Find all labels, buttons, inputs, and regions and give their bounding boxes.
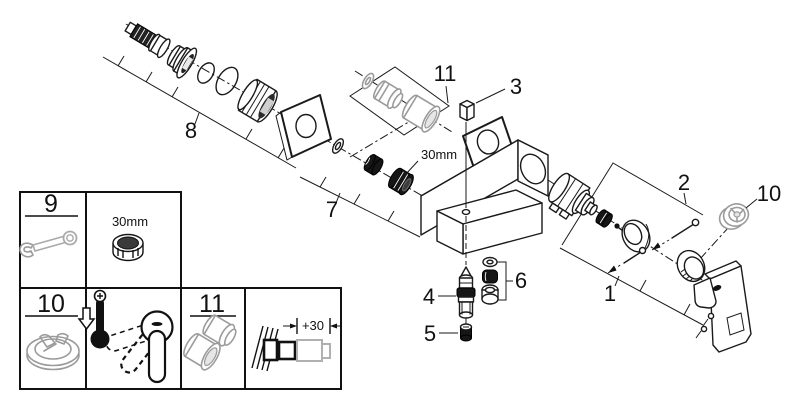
- mounted-fitting-icon-2: [277, 340, 297, 361]
- legend: 9 30mm: [19, 190, 342, 390]
- callout-3: 3: [510, 74, 522, 99]
- fixing-screw-lower: [607, 246, 647, 274]
- diverter-cartridge: [438, 266, 476, 319]
- legend-nut-size: 30mm: [112, 214, 148, 229]
- o-ring-large: [215, 66, 239, 96]
- extension-bushing: [372, 80, 404, 110]
- limiter-icon: [26, 332, 80, 371]
- legend-dimension: +30: [302, 318, 324, 333]
- callout-8: 8: [185, 118, 197, 143]
- legend-number-11: 11: [199, 290, 225, 318]
- nut-size-label: 30mm: [421, 147, 457, 162]
- callout-10: 10: [757, 181, 781, 206]
- limiter-axis: [699, 227, 729, 260]
- labels: 30mm 1 2 3 4 5 6 7 8 10 11: [185, 61, 781, 346]
- wrench-icon: [19, 230, 78, 258]
- callout-11: 11: [434, 61, 457, 86]
- s-union-group: [124, 21, 332, 161]
- lever-handle: [693, 260, 752, 353]
- o-ring-small: [197, 62, 215, 84]
- cartridge: [548, 172, 598, 220]
- filter-gasket: [363, 154, 384, 176]
- extension-washer: [361, 72, 375, 90]
- callout-4: 4: [423, 284, 435, 309]
- mounted-fitting-icon: [262, 338, 279, 362]
- legend-number-9: 9: [44, 190, 58, 218]
- mousseur-set: [481, 256, 513, 305]
- cap: [676, 249, 706, 283]
- escutcheon-cup: [166, 45, 198, 79]
- legend-cell-mounting: +30: [251, 318, 340, 372]
- callout-2: 2: [678, 170, 690, 195]
- callout-5: 5: [424, 321, 436, 346]
- cube-plug: [459, 88, 506, 122]
- legend-cell-nut: 30mm: [112, 214, 148, 262]
- thermometer-icon: [90, 289, 110, 349]
- extension-set-group: [361, 72, 441, 133]
- grub-screw: [614, 223, 624, 232]
- cartridge-bore: [519, 153, 547, 185]
- legend-number-10: 10: [37, 290, 65, 318]
- legend-cell-limiter: 10: [25, 290, 80, 371]
- temperature-limiter: [718, 198, 758, 230]
- union-nut: [237, 78, 278, 123]
- legend-cell-extension: 11: [183, 290, 237, 371]
- callout-6: 6: [515, 268, 527, 293]
- s-union-nipple: [124, 21, 171, 59]
- extension-insert-axis: [349, 119, 413, 158]
- extension-sleeve: [401, 94, 441, 133]
- extension-outline-icon: [296, 339, 323, 362]
- legend-cell-temperature: [77, 289, 174, 384]
- handle-motion-icon: [105, 310, 174, 384]
- extension-cap-outline-icon: [321, 343, 331, 359]
- dimension-arrows: [283, 318, 340, 334]
- callout-brackets: [102, 55, 704, 326]
- washer: [331, 138, 345, 154]
- down-arrow-icon: [77, 307, 96, 331]
- nut-30mm: [388, 167, 414, 196]
- extension-sleeve-icon: [183, 333, 221, 371]
- mixer-body: [420, 139, 549, 255]
- fixing-screw-upper: [651, 218, 700, 251]
- callout-1: 1: [604, 281, 616, 306]
- cartridge-nut: [595, 209, 613, 228]
- plug: [439, 323, 473, 342]
- extension-bushing-icon: [202, 314, 237, 347]
- escutcheon-plate: [275, 94, 332, 161]
- legend-cell-wrench: 9: [19, 190, 78, 258]
- connection-set-group: [331, 138, 414, 196]
- callout-7: 7: [326, 197, 338, 222]
- nut-30mm-icon: [112, 233, 144, 262]
- spout-hole: [461, 208, 471, 216]
- escutcheon-ring: [621, 219, 651, 253]
